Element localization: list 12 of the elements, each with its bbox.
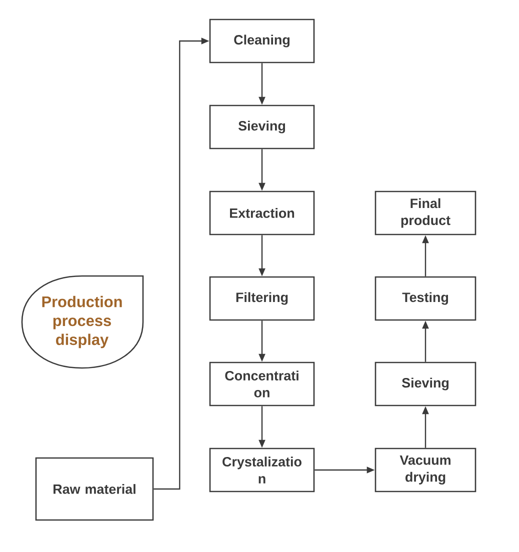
process-box: Vacuum drying [374, 448, 476, 492]
callout-bubble: Production process display [21, 275, 144, 369]
process-box: Sieving [209, 104, 315, 150]
process-box: Raw material [35, 457, 154, 521]
process-box: Filtering [209, 276, 315, 321]
process-box: Sieving [374, 362, 476, 406]
process-box: Final product [374, 190, 476, 236]
process-box: Testing [374, 276, 476, 321]
process-box: Crystalizatio n [209, 448, 315, 492]
process-box: Cleaning [209, 18, 315, 64]
process-box: Concentrati on [209, 362, 315, 406]
process-box: Extraction [209, 190, 315, 236]
